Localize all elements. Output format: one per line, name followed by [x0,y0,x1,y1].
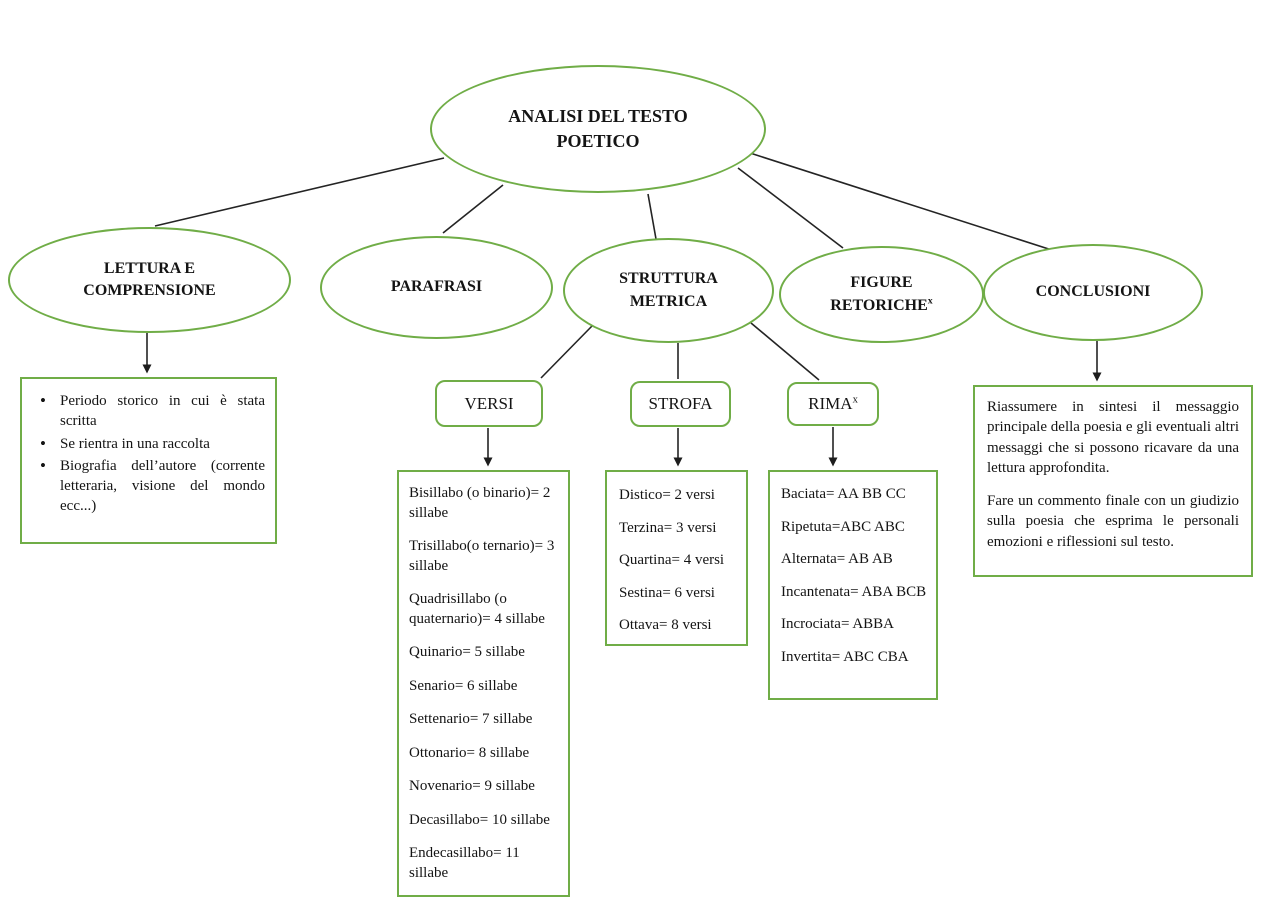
rima-item: Invertita= ABC CBA [781,648,909,665]
rima-item: Alternata= AB AB [781,551,893,567]
lettura-bullet: Biografia dell’autore (corrente letterar… [32,455,265,517]
link-struttura-versi [540,325,593,379]
strofa-item: Quartina= 4 versi [619,552,725,568]
link-root-parafrasi [442,184,504,234]
node-versi-label: VERSI [464,393,514,413]
figure-superscript: x [927,295,933,307]
versi-item: Novenario= 9 sillabe [409,778,535,794]
link-root-lettura [154,157,445,227]
node-analisi-del-testo-poetico: ANALISI DEL TESTO POETICO [430,65,766,193]
node-figure-label: FIGURE RETORICHEx [830,274,933,314]
node-parafrasi-label: PARAFRASI [390,278,483,296]
versi-item: Trisillabo(o ternario)= 3 sillabe [409,538,555,574]
rima-item: Baciata= AA BB CC [781,486,906,502]
rima-superscript: x [852,394,858,406]
versi-item: Endecasillabo= 11 sillabe [409,845,520,881]
node-strofa: STROFA [630,381,731,427]
conclusioni-paragraph: Riassumere in sintesi il messaggio princ… [987,399,1239,476]
rima-item: Incrociata= ABBA [781,616,895,632]
versi-item: Senario= 6 sillabe [409,677,518,694]
node-rima: RIMAx [787,382,879,426]
node-struttura-label: STRUTTURA METRICA [619,270,718,310]
lettura-bullet: Se rientra in una raccolta [32,432,265,455]
versi-item: Settenario= 7 sillabe [409,711,533,727]
link-struttura-rima [750,322,820,381]
strofa-item: Ottava= 8 versi [619,617,712,633]
node-lettura-label: LETTURA E COMPRENSIONE [83,259,216,299]
strofa-item: Sestina= 6 versi [619,584,715,601]
node-rima-label: RIMAx [808,394,858,413]
node-versi: VERSI [435,380,543,427]
node-conclusioni-label: CONCLUSIONI [1035,283,1151,301]
node-strofa-label: STROFA [648,394,713,413]
lettura-bullet: Periodo storico in cui è stata scritta [32,390,265,432]
conclusioni-detail-box: Riassumere in sintesi il messaggio princ… [973,385,1253,577]
conclusioni-paragraph: Fare un commento finale con un giudizio … [987,493,1239,550]
link-root-figure [737,167,844,249]
link-root-conclusioni [749,152,1059,253]
node-analisi-label: ANALISI DEL TESTO POETICO [508,105,688,151]
versi-item: Quadrisillabo (o quaternario)= 4 sillabe [409,591,545,627]
link-root-struttura [647,193,657,240]
node-figure-retoriche: FIGURE RETORICHEx [779,246,984,343]
rima-item: Incantenata= ABA BCB [781,583,927,600]
lettura-detail-box: Periodo storico in cui è stata scrittaSe… [20,377,277,544]
versi-item: Quinario= 5 sillabe [409,644,525,660]
rima-item: Ripetuta=ABC ABC [781,518,905,535]
strofa-item: Distico= 2 versi [619,487,715,503]
strofa-item: Terzina= 3 versi [619,519,717,536]
versi-item: Ottonario= 8 sillabe [409,744,530,761]
node-conclusioni: CONCLUSIONI [983,244,1203,341]
node-struttura-metrica: STRUTTURA METRICA [563,238,774,343]
versi-item: Bisillabo (o binario)= 2 sillabe [409,485,551,521]
node-parafrasi: PARAFRASI [320,236,553,339]
rima-detail-box: Baciata= AA BB CC Ripetuta=ABC ABC Alterna… [768,470,938,700]
node-lettura-e-comprensione: LETTURA E COMPRENSIONE [8,227,291,333]
versi-item: Decasillabo= 10 sillabe [409,811,550,828]
